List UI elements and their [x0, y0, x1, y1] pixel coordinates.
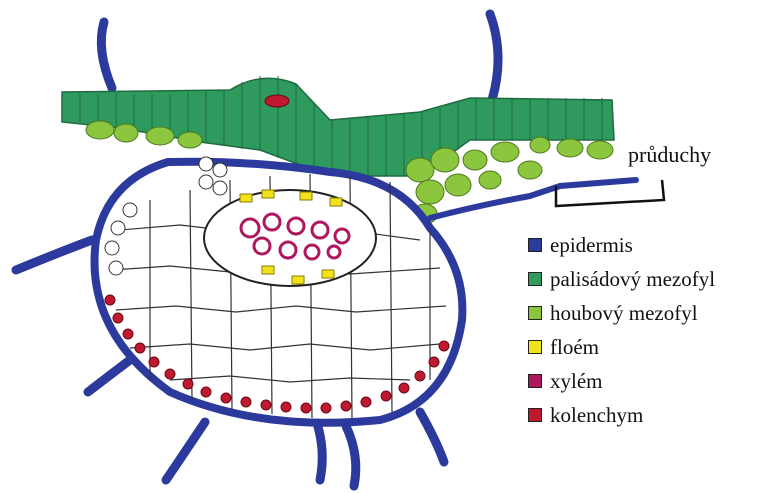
midrib — [95, 157, 463, 423]
vascular-bundle — [204, 190, 376, 286]
legend-item-palisade: palisádový mezofyl — [528, 262, 715, 296]
legend-item-collenchyma: kolenchym — [528, 398, 715, 432]
legend-label: kolenchym — [550, 403, 643, 428]
swatch-phloem — [528, 340, 542, 354]
legend-label: floém — [550, 335, 599, 360]
swatch-collenchyma — [528, 408, 542, 422]
swatch-palisade — [528, 272, 542, 286]
swatch-xylem — [528, 374, 542, 388]
legend-item-epidermis: epidermis — [528, 228, 715, 262]
kolenchym-top-cell — [265, 95, 289, 107]
legend-item-xylem: xylém — [528, 364, 715, 398]
stomata-label: průduchy — [628, 142, 711, 168]
swatch-epidermis — [528, 238, 542, 252]
swatch-spongy — [528, 306, 542, 320]
legend-label: xylém — [550, 369, 603, 394]
legend-item-phloem: floém — [528, 330, 715, 364]
legend-label: houbový mezofyl — [550, 301, 698, 326]
legend-item-spongy: houbový mezofyl — [528, 296, 715, 330]
legend: epidermis palisádový mezofyl houbový mez… — [528, 228, 715, 432]
legend-label: palisádový mezofyl — [550, 267, 715, 292]
legend-label: epidermis — [550, 233, 633, 258]
